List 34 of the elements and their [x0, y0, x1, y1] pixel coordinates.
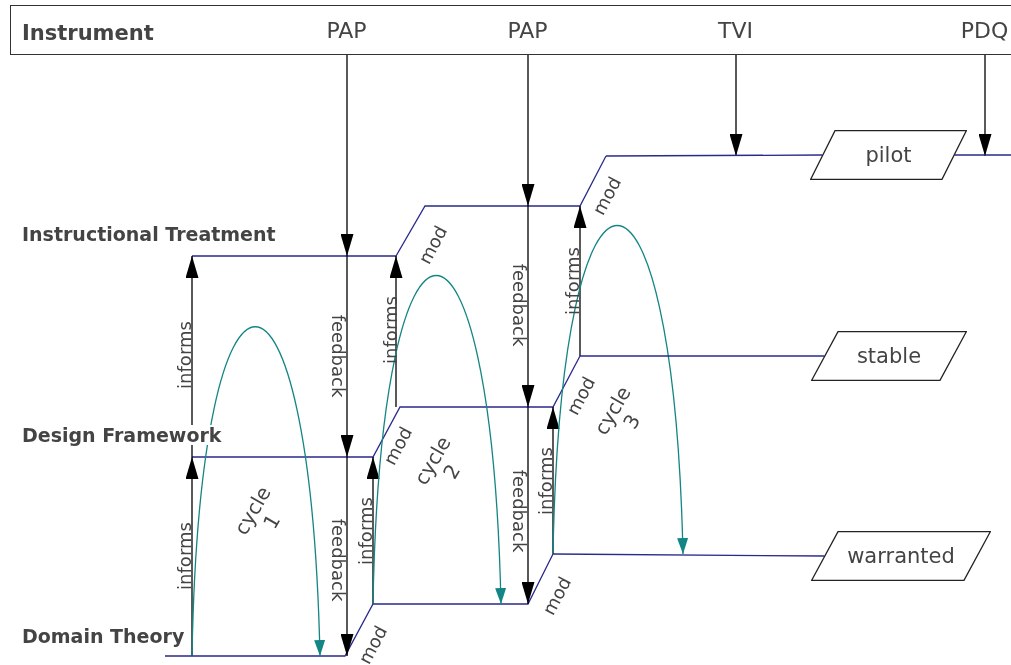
instrument-label: PAP [502, 17, 553, 55]
modification-label: mod [538, 573, 576, 619]
arrow-label: informs [536, 447, 556, 515]
row-label: Domain Theory [22, 626, 185, 646]
modification-label: mod [562, 373, 600, 419]
arrow-label: informs [175, 321, 195, 389]
arrow-label: informs [175, 522, 195, 590]
outcome-parallelogram: stable [811, 331, 967, 381]
arrow [978, 54, 992, 157]
arrow [729, 54, 743, 157]
connector-line [552, 553, 826, 557]
instrument-band [10, 5, 1011, 55]
band-heading: Instrument [22, 21, 154, 45]
row-label: Instructional Treatment [22, 224, 276, 244]
arrow-label: informs [381, 296, 401, 364]
instrument-label: TVI [710, 17, 761, 55]
modification-label: mod [379, 423, 417, 469]
arrow-label: feedback [328, 518, 348, 602]
arrow-label: informs [356, 497, 376, 565]
instrument-label: PDQ [959, 17, 1010, 55]
arrow-label: informs [563, 247, 583, 315]
modification-label: mod [414, 222, 452, 268]
modification-label: mod [588, 173, 626, 219]
arrow-label: feedback [509, 469, 529, 553]
arrow [521, 54, 535, 207]
arrow [340, 54, 354, 257]
row-label: Design Framework [22, 425, 222, 445]
arrow-label: feedback [328, 314, 348, 398]
arrow-label: feedback [509, 263, 529, 347]
instrument-label: PAP [321, 17, 372, 55]
modification-label: mod [354, 622, 392, 665]
connector-line [953, 154, 1011, 156]
outcome-parallelogram: pilot [810, 130, 967, 180]
outcome-parallelogram: warranted [811, 531, 991, 581]
